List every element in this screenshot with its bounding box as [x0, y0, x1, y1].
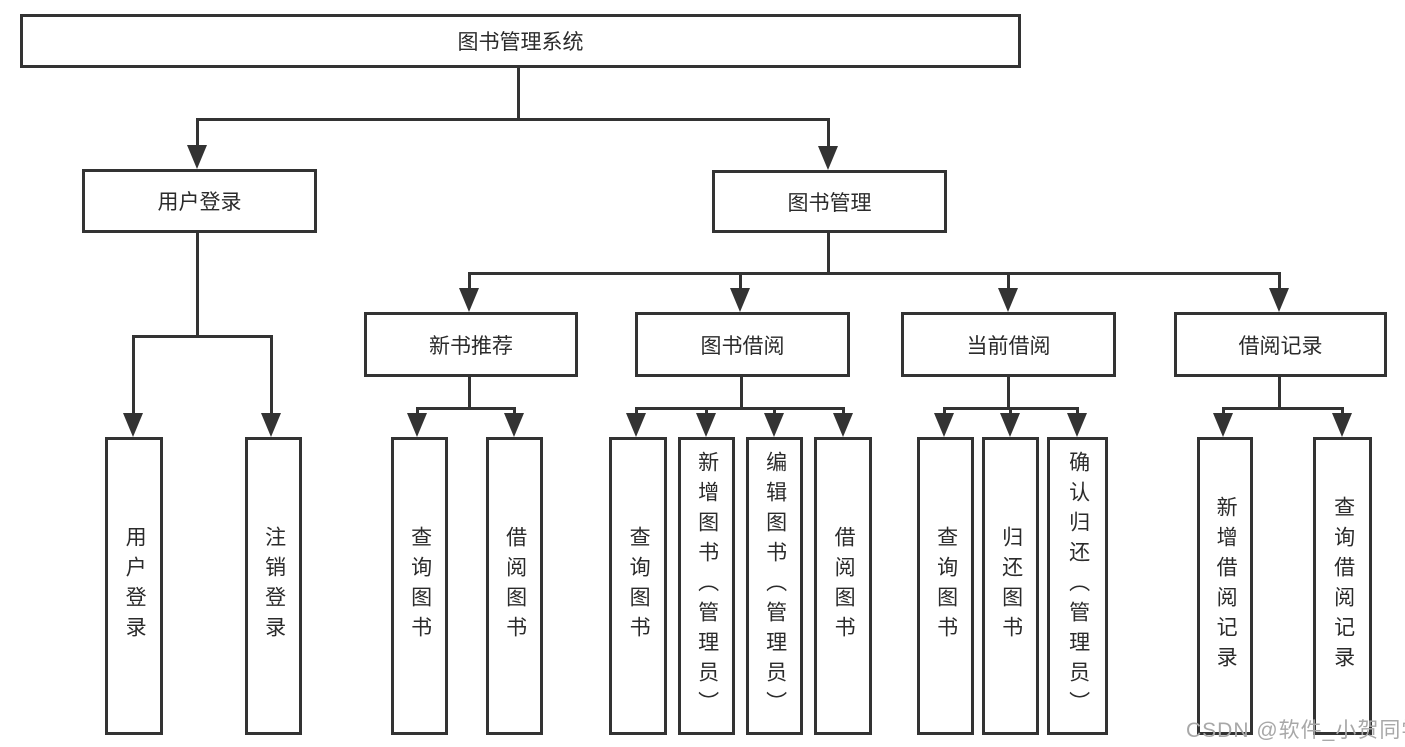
connector-stem-book-borrow: [740, 377, 743, 409]
connector-drop: [1009, 407, 1012, 417]
node-new-book-recommend: 新书推荐: [364, 312, 578, 377]
leaf-return-book: 归还图书: [982, 437, 1039, 735]
connector-stem-borrow-records: [1278, 377, 1281, 409]
arrow-leaf: [934, 413, 954, 437]
leaf-borrow-book-2-label: 借阅图书: [832, 526, 856, 646]
node-current-borrow: 当前借阅: [901, 312, 1116, 377]
connector-drop-user-login: [196, 118, 199, 148]
node-new-book-recommend-label: 新书推荐: [429, 334, 513, 358]
leaf-query-borrow-record-label: 查询借阅记录: [1331, 496, 1355, 676]
connector-drop-book-borrow: [739, 272, 742, 292]
connector-drop-current-borrow: [1007, 272, 1010, 292]
connector-drop: [513, 407, 516, 417]
arrow-leaf: [696, 413, 716, 437]
arrow-borrow-records: [1269, 288, 1289, 312]
arrow-leaf: [407, 413, 427, 437]
leaf-query-borrow-record: 查询借阅记录: [1313, 437, 1372, 735]
leaf-query-book-1: 查询图书: [391, 437, 448, 735]
arrow-leaf: [764, 413, 784, 437]
leaf-edit-book-admin: 编辑图书（管理员）: [746, 437, 803, 735]
node-borrow-records: 借阅记录: [1174, 312, 1387, 377]
arrow-leaf: [1213, 413, 1233, 437]
connector-drop-logout: [270, 335, 273, 415]
leaf-user-login: 用户登录: [105, 437, 163, 735]
arrow-book-mgmt: [818, 146, 838, 170]
connector-drop: [1222, 407, 1225, 417]
arrow-leaf: [1332, 413, 1352, 437]
leaf-add-book-admin-label: 新增图书（管理员）: [695, 451, 719, 721]
connector-drop-login: [132, 335, 135, 415]
connector-user-login-bar: [132, 335, 273, 338]
node-root-label: 图书管理系统: [457, 31, 584, 54]
node-book-borrow-label: 图书借阅: [700, 334, 785, 358]
connector-drop: [1076, 407, 1079, 417]
leaf-edit-book-admin-label: 编辑图书（管理员）: [763, 451, 787, 721]
node-current-borrow-label: 当前借阅: [966, 334, 1051, 358]
arrow-logout: [261, 413, 281, 437]
connector-drop: [416, 407, 419, 417]
arrow-login: [123, 413, 143, 437]
node-user-login-label: 用户登录: [157, 191, 242, 214]
leaf-query-book-2-label: 查询图书: [627, 526, 651, 646]
node-book-borrow: 图书借阅: [635, 312, 850, 377]
node-borrow-records-label: 借阅记录: [1238, 334, 1323, 358]
leaf-borrow-book-1-label: 借阅图书: [503, 526, 527, 646]
connector-bar-book-borrow: [635, 407, 844, 410]
connector-bar-new-book: [416, 407, 516, 410]
leaf-borrow-book-1: 借阅图书: [486, 437, 543, 735]
connector-drop: [635, 407, 638, 417]
leaf-query-book-1-label: 查询图书: [408, 526, 432, 646]
leaf-return-book-label: 归还图书: [999, 526, 1023, 646]
leaf-add-borrow-record-label: 新增借阅记录: [1214, 496, 1238, 676]
leaf-borrow-book-2: 借阅图书: [814, 437, 872, 735]
connector-book-mgmt-bar: [468, 272, 1281, 275]
node-book-mgmt: 图书管理: [712, 170, 947, 233]
connector-user-login-stem: [196, 233, 199, 337]
leaf-logout: 注销登录: [245, 437, 302, 735]
arrow-current-borrow: [998, 288, 1018, 312]
leaf-user-login-label: 用户登录: [123, 526, 147, 646]
leaf-add-book-admin: 新增图书（管理员）: [678, 437, 735, 735]
leaf-query-book-3-label: 查询图书: [934, 526, 958, 646]
arrow-book-borrow: [730, 288, 750, 312]
connector-root-bar: [196, 118, 830, 121]
arrow-leaf: [833, 413, 853, 437]
connector-drop: [705, 407, 708, 417]
arrow-leaf: [1000, 413, 1020, 437]
connector-stem-new-book: [468, 377, 471, 409]
connector-drop-borrow-records: [1278, 272, 1281, 292]
connector-book-mgmt-stem: [827, 233, 830, 274]
watermark: CSDN @软件_小贺同学: [1186, 719, 1405, 742]
node-book-mgmt-label: 图书管理: [787, 191, 872, 215]
leaf-query-book-2: 查询图书: [609, 437, 667, 735]
leaf-confirm-return-admin: 确认归还（管理员）: [1047, 437, 1108, 735]
connector-root-stem: [517, 68, 520, 120]
node-root: 图书管理系统: [20, 14, 1021, 68]
connector-drop-book-mgmt: [827, 118, 830, 148]
connector-stem-current-borrow: [1007, 377, 1010, 409]
connector-drop: [842, 407, 845, 417]
connector-drop: [1341, 407, 1344, 417]
arrow-new-book: [459, 288, 479, 312]
arrow-leaf: [1067, 413, 1087, 437]
connector-drop: [943, 407, 946, 417]
leaf-add-borrow-record: 新增借阅记录: [1197, 437, 1253, 735]
leaf-query-book-3: 查询图书: [917, 437, 974, 735]
connector-bar-borrow-records: [1222, 407, 1343, 410]
connector-drop: [773, 407, 776, 417]
leaf-logout-label: 注销登录: [262, 526, 286, 646]
leaf-confirm-return-admin-label: 确认归还（管理员）: [1066, 451, 1090, 721]
node-user-login: 用户登录: [82, 169, 317, 233]
arrow-leaf: [504, 413, 524, 437]
arrow-leaf: [626, 413, 646, 437]
connector-drop-new-book: [468, 272, 471, 292]
arrow-user-login: [187, 145, 207, 169]
